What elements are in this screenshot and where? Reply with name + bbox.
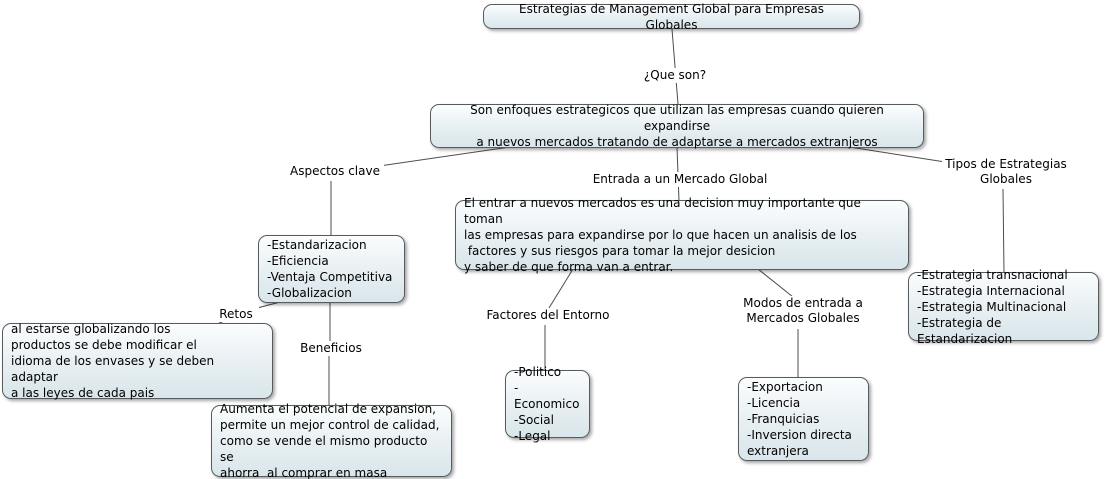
connector (842, 145, 959, 165)
link-label-factores-entorno[interactable]: Factores del Entorno (482, 308, 614, 323)
concept-entrada-desc[interactable]: El entrar a nuevos mercados es una decis… (455, 196, 909, 274)
concept-tipos-list[interactable]: -Estrategia transnacional -Estrategia In… (908, 268, 1099, 346)
connector (548, 268, 574, 309)
link-label-modos-entrada[interactable]: Modos de entrada a Mercados Globales (738, 296, 868, 326)
connector (671, 28, 679, 105)
concept-factores-list[interactable]: -Politico -Economico -Social -Legal (505, 365, 590, 443)
concept-aspectos-list[interactable]: -Estandarizacion -Eficiencia -Ventaja Co… (258, 235, 405, 303)
connector (1002, 188, 1005, 274)
concept-beneficios-desc[interactable]: Aumenta el potencial de expansion, permi… (211, 402, 452, 479)
link-label-beneficios[interactable]: Beneficios (297, 341, 365, 356)
connector (371, 145, 518, 168)
concept-retos-desc[interactable]: al estarse globalizando los productos se… (2, 322, 273, 400)
concept-modos-list[interactable]: -Exportacion -Licencia -Franquicias -Inv… (738, 377, 869, 461)
link-label-que-son[interactable]: ¿Que son? (628, 68, 722, 83)
concept-root[interactable]: Estrategias de Management Global para Em… (483, 2, 860, 32)
link-label-aspectos-clave[interactable]: Aspectos clave (286, 164, 384, 179)
link-label-tipos-estrategias[interactable]: Tipos de Estrategias Globales (942, 157, 1070, 187)
connector (757, 268, 794, 298)
link-label-entrada-mercado[interactable]: Entrada a un Mercado Global (588, 172, 772, 187)
link-label-retos[interactable]: Retos (213, 307, 259, 322)
concept-que-son-answer[interactable]: Son enfoques estrategicos que utilizan l… (430, 103, 924, 149)
